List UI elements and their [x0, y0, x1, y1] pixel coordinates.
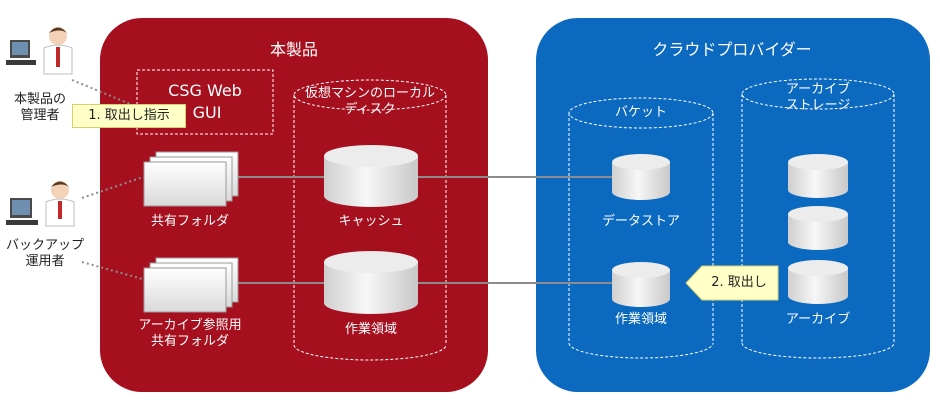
operator-shared-dotted-line	[81, 175, 147, 199]
shared-folder-label: 共有フォルダ	[150, 214, 229, 229]
csg-gui-line1: CSG Web	[168, 81, 242, 100]
datastore-cylinder	[612, 154, 670, 200]
bucket-work-cylinder	[612, 262, 670, 307]
datastore-label: データストア	[601, 214, 680, 229]
archive-ref-folder-icon	[143, 257, 239, 313]
admin-label: 本製品の 管理者	[13, 92, 66, 123]
bucket-label: バケット	[614, 105, 667, 120]
retrieve-arrow	[685, 265, 779, 301]
cloud-panel	[536, 18, 930, 392]
operator-user-icon	[6, 181, 75, 227]
bucket-work-label: 作業領域	[614, 312, 667, 327]
vm-disk-container	[293, 79, 447, 361]
vm-work-cylinder	[324, 251, 418, 314]
csg-gui-line2: GUI	[192, 103, 222, 122]
product-title: 本製品	[269, 40, 318, 59]
shared-folder-icon	[143, 151, 239, 207]
operator-archref-dotted-line	[81, 261, 147, 281]
operator-label: バックアップ 運用者	[5, 238, 84, 269]
archive-label: アーカイブ	[785, 312, 851, 327]
archive-ref-folder-label: アーカイブ参照用 共有フォルダ	[138, 318, 242, 349]
cache-cylinder	[324, 145, 418, 207]
cloud-title: クラウドプロバイダー	[652, 40, 812, 59]
step1-callout: 1. 取出し指示	[72, 104, 186, 128]
csg-web-gui-box	[136, 69, 274, 135]
vm-disk-label: 仮想マシンのローカル ディスク	[304, 86, 435, 117]
admin-dotted-line	[71, 79, 141, 109]
step2-callout: 2. 取出し	[711, 275, 767, 290]
archive-cylinder-2	[788, 206, 848, 250]
archive-storage-label: アーカイブ ストレージ	[785, 82, 851, 113]
archive-cylinder-3	[788, 260, 848, 304]
archive-cylinder-1	[788, 154, 848, 198]
cache-label: キャッシュ	[338, 214, 404, 229]
bucket-container	[568, 97, 714, 359]
vm-work-label: 作業領域	[344, 322, 397, 337]
admin-user-icon	[6, 27, 73, 75]
archive-storage-container	[741, 78, 895, 359]
